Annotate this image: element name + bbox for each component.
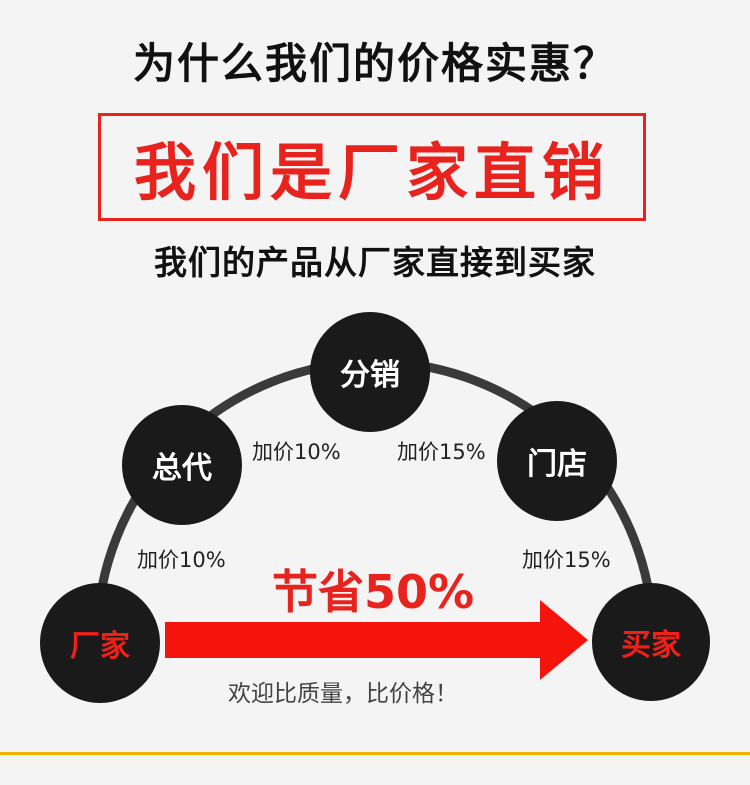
node-factory-label: 厂家 — [70, 629, 130, 664]
highlight-text: 我们是厂家直销 — [133, 136, 610, 209]
node-store: 门店 — [497, 401, 617, 521]
markup-label-store-buyer: 加价15% — [522, 548, 611, 572]
highlight-box: 我们是厂家直销 — [98, 113, 646, 221]
page-title: 为什么我们的价格实惠？ — [132, 39, 617, 88]
node-general-agent-label: 总代 — [152, 451, 212, 486]
savings-arrow — [165, 600, 588, 680]
tagline: 欢迎比质量，比价格！ — [228, 681, 458, 707]
node-buyer: 买家 — [592, 583, 710, 701]
node-store-label: 门店 — [527, 447, 587, 482]
node-buyer-label: 买家 — [621, 628, 681, 663]
page-subtitle: 我们的产品从厂家直接到买家 — [154, 243, 596, 282]
markup-label-general-distributor: 加价10% — [252, 440, 341, 464]
node-distributor-label: 分销 — [340, 358, 400, 393]
bottom-divider — [0, 752, 750, 755]
savings-label: 节省50% — [272, 565, 475, 619]
markup-label-factory-general: 加价10% — [137, 548, 226, 572]
node-factory: 厂家 — [40, 583, 160, 703]
node-distributor: 分销 — [310, 312, 430, 432]
markup-label-distributor-store: 加价15% — [397, 440, 486, 464]
node-general-agent: 总代 — [122, 405, 242, 525]
